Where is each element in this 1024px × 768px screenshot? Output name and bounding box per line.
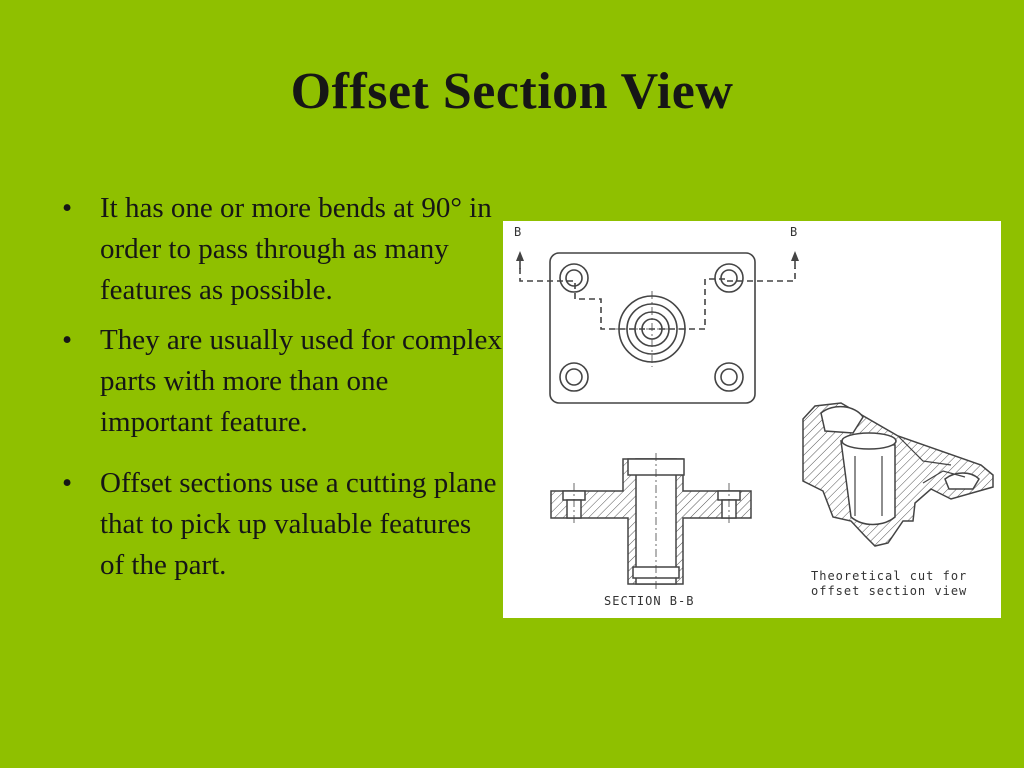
top-view [516,251,799,404]
bullet-marker: • [62,192,73,224]
hole-icon [714,263,744,293]
bullet-marker: • [62,324,73,356]
plate-outline [549,252,756,404]
bullet-text: It has one or more bends at 90° in order… [100,192,492,306]
hole-icon [559,263,589,293]
drawing-svg [516,251,994,591]
slide-title: Offset Section View [290,63,734,120]
iso-caption-line1: Theoretical cut for [811,569,968,583]
arrow-left-icon [516,251,524,261]
bullet-text: They are usually used for complex parts … [100,324,502,438]
hole-icon [559,362,589,392]
arrow-right-icon [791,251,799,261]
bullet-item: • It has one or more bends at 90° in ord… [62,188,502,311]
section-caption: SECTION B-B [604,594,695,608]
section-view [550,453,752,591]
cut-label-left: B [514,225,523,239]
cut-label-right: B [790,225,799,239]
iso-caption-line2: offset section view [811,584,968,598]
bullet-marker: • [62,467,73,499]
bullet-item: • They are usually used for complex part… [62,320,502,443]
hole-icon [714,362,744,392]
technical-drawing: B B SECTION B-B Theoretical cut for offs… [503,221,1001,618]
isometric-view [802,402,994,547]
bullet-item: • Offset sections use a cutting plane th… [62,463,502,586]
bullet-list: • It has one or more bends at 90° in ord… [62,188,502,586]
bullet-text: Offset sections use a cutting plane that… [100,467,497,581]
